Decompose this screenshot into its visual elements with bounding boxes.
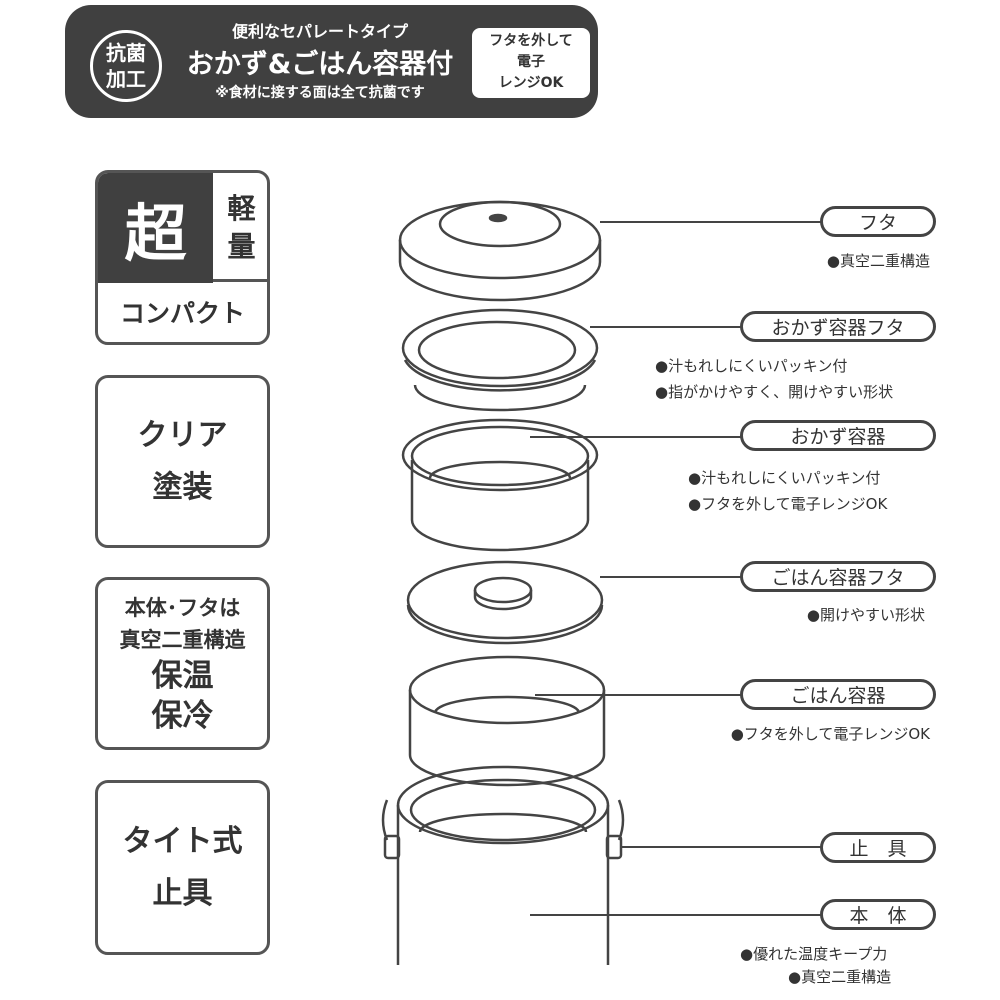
insulation-card: 本体･フタは真空二重構造保温保冷 — [95, 577, 270, 750]
rice-lid-drawing — [406, 560, 604, 645]
banner-subtitle: 便利なセパレートタイプ — [231, 22, 408, 41]
lightweight-label: 軽量 — [213, 173, 267, 283]
microwave-ok-badge: フタを外して電子レンジOK — [472, 28, 590, 98]
note-side-container-1: ●汁もれしにくいパッキン付 — [688, 469, 881, 487]
lid-drawing — [398, 200, 602, 302]
note-lid-1: ●真空二重構造 — [826, 252, 930, 270]
side-lid-drawing — [401, 308, 599, 412]
tight-clasp-card: タイト式止具 — [95, 780, 270, 955]
tight-line2: 止具 — [152, 875, 213, 911]
label-rice-lid: ごはん容器フタ — [740, 561, 936, 592]
note-side-lid-2: ●指がかけやすく、開けやすい形状 — [655, 383, 894, 401]
antibacterial-badge: 抗菌加工 — [90, 30, 162, 102]
insul-line2: 真空二重構造 — [119, 627, 246, 652]
light-char: 軽 — [227, 192, 256, 225]
label-body: 本 体 — [820, 899, 936, 930]
super-label: 超 — [98, 173, 213, 283]
tight-line1: タイト式 — [122, 823, 243, 859]
rice-container-drawing — [408, 655, 606, 787]
microwave-line1: フタを外して — [489, 33, 573, 49]
badge-line1: 抗菌 — [106, 41, 146, 65]
clear-line2: 塗装 — [152, 469, 213, 505]
note-body-1: ●優れた温度キープ力 — [740, 945, 888, 963]
label-side-container: おかず容器 — [740, 420, 936, 451]
note-side-container-2: ●フタを外して電子レンジOK — [688, 495, 888, 513]
banner-title: おかず&ごはん容器付 — [186, 49, 454, 80]
clear-coat-card: クリア塗装 — [95, 375, 270, 548]
note-body-2: ●真空二重構造 — [788, 968, 892, 986]
microwave-line2: 電子 — [517, 54, 545, 70]
badge-line2: 加工 — [106, 67, 146, 91]
clear-line1: クリア — [137, 417, 228, 453]
note-side-lid-1: ●汁もれしにくいパッキン付 — [655, 357, 848, 375]
note-rice-container-1: ●フタを外して電子レンジOK — [730, 725, 930, 743]
label-side-lid: おかず容器フタ — [740, 311, 936, 342]
note-rice-lid-1: ●開けやすい形状 — [806, 606, 925, 624]
label-clasp: 止 具 — [820, 832, 936, 863]
banner-footnote: ※食材に接する面は全て抗菌です — [215, 85, 425, 101]
insul-line3: 保温 — [151, 657, 214, 694]
leader-lines — [530, 221, 822, 916]
microwave-line3: レンジOK — [498, 75, 564, 91]
body-drawing — [381, 765, 625, 965]
label-rice-container: ごはん容器 — [740, 679, 936, 710]
label-lid: フタ — [820, 206, 936, 237]
side-container-drawing — [401, 418, 599, 552]
insul-line1: 本体･フタは — [124, 595, 241, 620]
insul-line4: 保冷 — [151, 697, 214, 734]
weight-char: 量 — [227, 230, 256, 263]
lightweight-compact-card: 超 軽量 コンパクト — [95, 170, 270, 345]
